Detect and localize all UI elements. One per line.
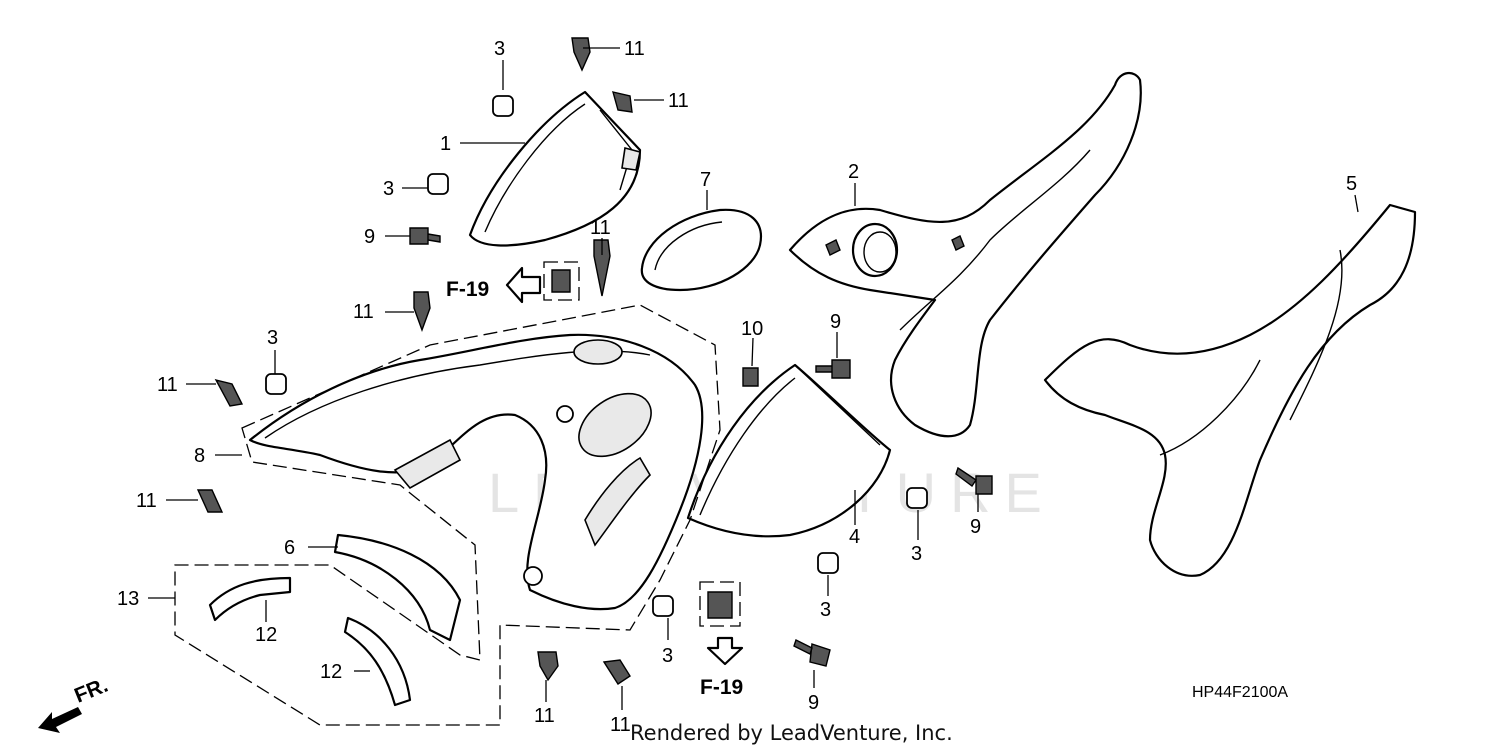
callout-3: 3 [662,645,673,667]
front-label: FR. [71,674,111,708]
callout-5: 5 [1346,173,1357,195]
callout-8: 8 [194,445,205,467]
clip-11-h [602,659,631,685]
callout-11: 11 [136,490,157,512]
callout-3: 3 [494,38,505,60]
diagram-code: HP44F2100A [1192,684,1288,701]
part-4-inner-shroud [686,363,892,538]
part-8-shroud [248,333,704,611]
callout-6: 6 [284,537,295,559]
grommet-3-c [265,373,287,395]
callout-11: 11 [157,374,178,396]
callout-11: 11 [534,705,555,727]
grommet-3-e [817,552,839,574]
detail-clip-upper [551,269,571,293]
callout-9: 9 [808,692,819,714]
callout-3: 3 [911,543,922,565]
clip-11-e [214,378,244,407]
part-2-shroud [788,72,1142,438]
part-6-strip [333,533,462,642]
callouts: 3 11 11 1 3 9 11 7 2 5 11 3 10 9 11 8 11… [117,38,1357,736]
detail-clip-lower [707,591,733,619]
detail-box-upper [543,261,580,301]
clip-11-f [196,489,224,513]
grommet-3-a [492,95,514,117]
callout-3: 3 [267,327,278,349]
callout-12: 12 [255,624,277,646]
part-12-pad-b [343,616,412,707]
callout-11: 11 [624,38,645,60]
callout-2: 2 [848,161,859,183]
ref-label-lower: F-19 [700,676,743,699]
callout-11: 11 [353,301,374,323]
callout-1: 1 [440,133,451,155]
bolt-9-b [815,359,851,379]
callout-3: 3 [383,178,394,200]
bolt-9-d [793,639,831,667]
grommet-3-d [906,487,928,509]
clip-11-c [593,239,611,297]
ref-label-upper: F-19 [446,278,489,301]
callout-4: 4 [849,526,860,548]
ref-arrow-upper [505,266,542,304]
part-1-scoop [468,90,642,247]
callout-13: 13 [117,588,139,610]
callout-9: 9 [970,516,981,538]
grommet-3-f [652,595,674,617]
clip-11-a [571,37,591,72]
clip-11-g [537,651,559,682]
callout-10: 10 [741,318,763,340]
callout-7: 7 [700,169,711,191]
clip-11-d [413,291,431,333]
callout-11: 11 [610,714,631,736]
callout-11: 11 [590,217,611,239]
callout-3: 3 [820,599,831,621]
part-7-cover [640,208,763,292]
clip-11-b [612,91,633,113]
part-12-pad-a [208,576,292,622]
callout-9: 9 [364,226,375,248]
grommet-3-b [427,173,449,195]
callout-11: 11 [668,90,689,112]
detail-box-lower [699,581,741,627]
ref-arrow-lower [706,636,744,666]
front-arrow-icon [38,707,82,733]
callout-12: 12 [320,661,342,683]
clip-nut-10 [742,367,759,387]
assembly-outline [174,304,721,726]
part-5-side-cover [1043,203,1417,577]
bolt-9-c [955,466,993,495]
bolt-9-a [409,227,441,245]
leader-lines [148,47,1359,710]
render-credit: Rendered by LeadVenture, Inc. [630,721,953,745]
callout-9: 9 [830,311,841,333]
